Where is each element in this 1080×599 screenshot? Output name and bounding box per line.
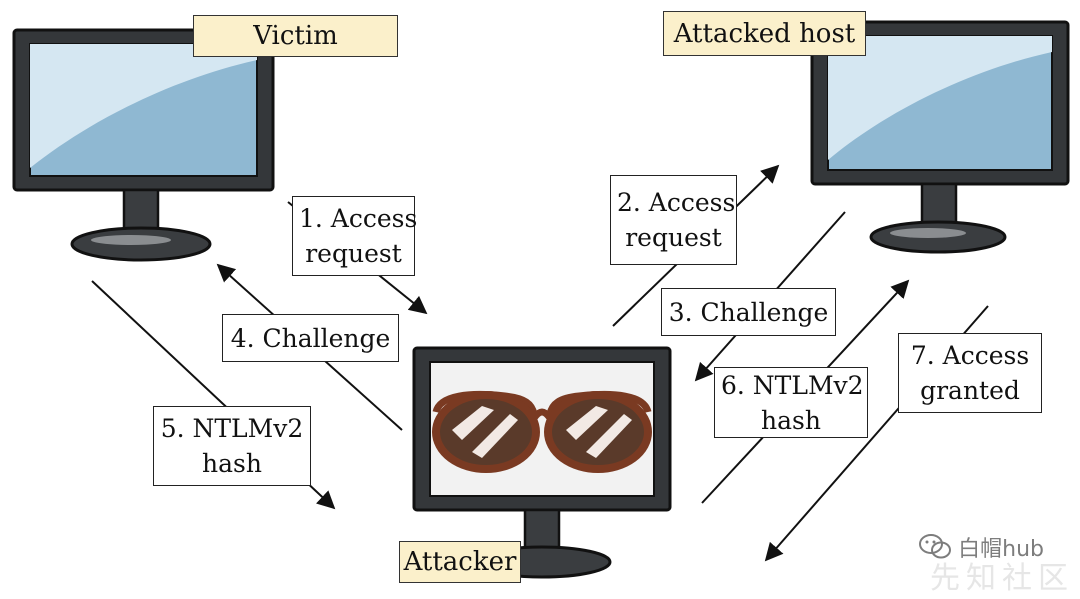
step-3-box: 3. Challenge [661, 288, 836, 336]
step-6-box: 6. NTLMv2 hash [714, 367, 868, 438]
step-7-box: 7. Access granted [898, 333, 1042, 413]
step-2-line-1: 2. Access [617, 188, 736, 217]
step-1-line-2: request [305, 239, 402, 268]
step-4-line-1: 4. Challenge [230, 323, 391, 353]
step-1-box: 1. Access request [292, 196, 418, 276]
step-2-line-2: request [625, 223, 722, 252]
victim-label: Victim [193, 15, 398, 57]
watermark-text: 白帽hub [958, 537, 1044, 562]
attacked-host-label: Attacked host [663, 11, 866, 56]
faded-watermark-text: 先知社区 [930, 561, 1074, 596]
victim-monitor-icon [12, 28, 275, 262]
attacker-label: Attacker [399, 541, 521, 583]
step-3-line-1: 3. Challenge [668, 297, 829, 327]
step-4-box: 4. Challenge [222, 314, 399, 362]
step-7-line-2: granted [920, 376, 1020, 405]
step-5-line-1: 5. NTLMv2 [160, 414, 304, 443]
step-5-box: 5. NTLMv2 hash [153, 406, 311, 486]
attacked-host-monitor-icon [810, 20, 1070, 254]
step-7-line-1: 7. Access [910, 341, 1030, 370]
step-5-line-2: hash [202, 449, 262, 478]
step-2-box: 2. Access request [610, 175, 737, 265]
step-6-line-2: hash [761, 405, 821, 435]
sunglasses-icon [432, 390, 652, 473]
step-1-line-1: 1. Access [299, 204, 418, 233]
watermark: 白帽hub [918, 531, 1044, 563]
step-6-line-1: 6. NTLMv2 [721, 370, 864, 400]
wechat-icon [919, 534, 952, 559]
